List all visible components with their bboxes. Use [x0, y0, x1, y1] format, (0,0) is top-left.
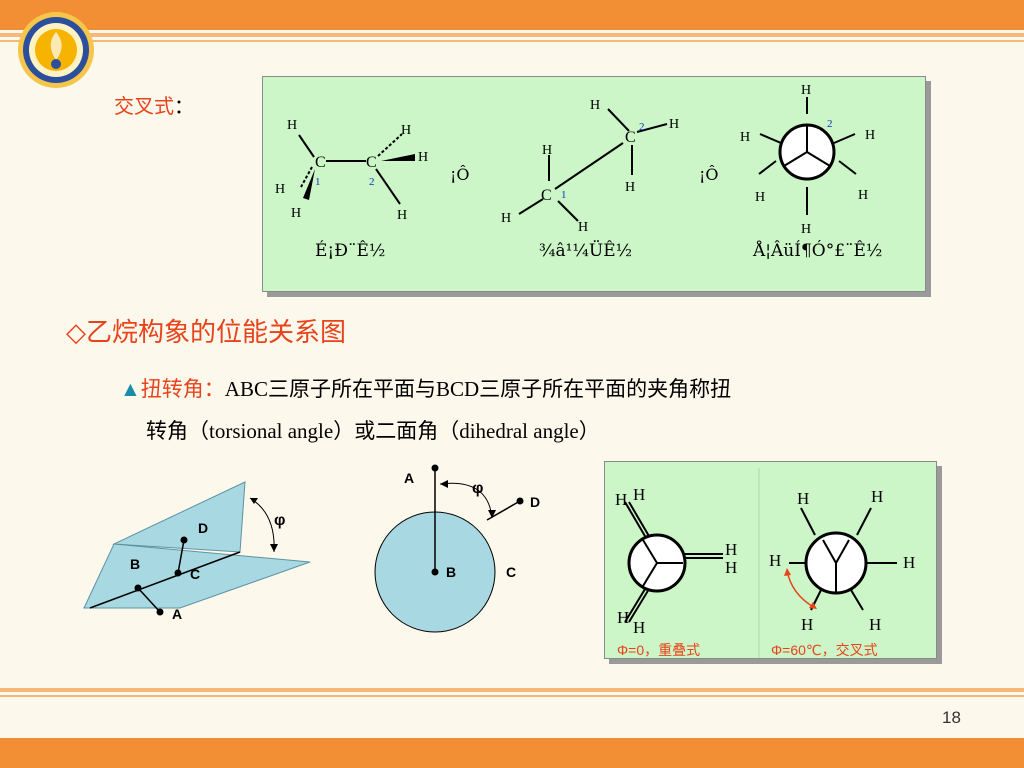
svg-text:H: H	[740, 130, 750, 145]
svg-text:H: H	[287, 118, 297, 133]
svg-text:H: H	[275, 182, 285, 197]
sawhorse-formula: C C 1 2 H H H H H H	[501, 98, 679, 235]
svg-text:H: H	[501, 211, 511, 226]
planes-point-b: B	[130, 556, 141, 572]
section-title-colon: ：	[174, 96, 194, 118]
top-stripe-thin	[0, 40, 1024, 42]
svg-text:H: H	[542, 143, 552, 158]
caption-sawhorse: ¾â¹¼ÜÊ½	[539, 241, 633, 261]
svg-text:C: C	[315, 154, 326, 171]
planes-point-a: A	[172, 606, 183, 622]
svg-text:H: H	[590, 98, 600, 113]
svg-text:H: H	[291, 206, 301, 221]
svg-text:H: H	[633, 618, 645, 637]
svg-text:C: C	[366, 154, 377, 171]
separator-label-2: ¡Ô	[699, 165, 719, 184]
conformation-panel: C C 1 2 H H H H H H C C 1 2 H H H	[262, 76, 926, 292]
svg-text:H: H	[625, 180, 635, 195]
wedge-formula: C C 1 2 H H H H H H	[275, 118, 428, 223]
university-emblem-icon	[16, 10, 96, 90]
svg-text:H: H	[801, 615, 813, 634]
svg-text:H: H	[615, 490, 627, 509]
svg-text:H: H	[669, 117, 679, 132]
eclipsed-newman: H H H H H H	[615, 485, 737, 637]
svg-text:H: H	[725, 558, 737, 577]
bottom-stripe-light	[0, 688, 1024, 692]
section-title-text: 交叉式	[114, 96, 174, 118]
svg-text:H: H	[797, 489, 809, 508]
dihedral-planes-diagram: φ D B C A	[80, 478, 320, 638]
triangle-bullet-icon: ▲	[120, 377, 141, 401]
planes-point-c: C	[190, 566, 201, 582]
planes-point-d: D	[198, 520, 209, 536]
planes-phi-label: φ	[274, 512, 286, 529]
newman-comparison-drawings: H H H H H H H H H H H H	[615, 468, 915, 658]
circle-point-a: A	[404, 470, 415, 486]
top-stripe-light	[0, 33, 1024, 37]
definition-text-1: ABC三原子所在平面与BCD三原子所在平面的夹角称扭	[224, 377, 732, 401]
dihedral-circle-diagram: A φ D B C	[368, 458, 558, 638]
section-title-staggered: 交叉式：	[114, 90, 194, 119]
svg-text:H: H	[769, 551, 781, 570]
circle-phi-label: φ	[472, 480, 484, 497]
svg-text:H: H	[871, 487, 883, 506]
svg-text:H: H	[865, 128, 875, 143]
svg-text:2: 2	[827, 118, 833, 130]
svg-text:C: C	[625, 129, 636, 146]
svg-text:H: H	[617, 608, 629, 627]
definition-line-1: ▲扭转角：ABC三原子所在平面与BCD三原子所在平面的夹角称扭	[120, 368, 980, 410]
circle-point-d: D	[530, 494, 541, 510]
term-label: 扭转角：	[140, 377, 225, 401]
caption-eclipsed: Φ=0，重叠式	[617, 642, 701, 658]
svg-text:H: H	[801, 222, 811, 237]
svg-text:H: H	[633, 485, 645, 504]
svg-text:H: H	[418, 150, 428, 165]
svg-text:2: 2	[369, 176, 375, 188]
svg-text:C: C	[541, 187, 552, 204]
definition-block: ▲扭转角：ABC三原子所在平面与BCD三原子所在平面的夹角称扭 转角（torsi…	[120, 368, 980, 452]
svg-text:H: H	[903, 553, 915, 572]
definition-line-2: 转角（torsional angle）或二面角（dihedral angle）	[146, 419, 600, 443]
svg-text:H: H	[401, 123, 411, 138]
projection-comparison-panel: H H H H H H H H H H H H	[604, 461, 937, 659]
svg-text:H: H	[755, 190, 765, 205]
svg-text:1: 1	[315, 176, 321, 188]
caption-staggered: Φ=60℃，交叉式	[771, 642, 878, 658]
svg-text:2: 2	[639, 121, 645, 133]
svg-text:H: H	[801, 83, 811, 98]
svg-text:H: H	[725, 540, 737, 559]
bottom-orange-band	[0, 738, 1024, 768]
caption-wedge: É¡Ð¨Ê½	[315, 241, 386, 261]
separator-label-1: ¡Ô	[450, 165, 470, 184]
top-orange-band	[0, 0, 1024, 30]
svg-text:H: H	[578, 220, 588, 235]
staggered-newman: H H H H H H	[769, 487, 915, 634]
conformation-drawings: C C 1 2 H H H H H H C C 1 2 H H H	[275, 83, 875, 237]
page-number: 18	[942, 708, 961, 727]
section-heading-energy: ◇乙烷构象的位能关系图	[66, 318, 346, 347]
circle-point-c: C	[506, 564, 517, 580]
bottom-stripe-thin	[0, 695, 1024, 697]
svg-text:1: 1	[561, 189, 567, 201]
svg-text:H: H	[397, 208, 407, 223]
svg-text:H: H	[869, 615, 881, 634]
svg-text:H: H	[858, 188, 868, 203]
circle-point-b: B	[446, 564, 457, 580]
newman-projection: H H H H H H 2	[740, 83, 875, 237]
caption-newman: Å¦ÂüÍ¶Ó°£¨Ê½	[753, 241, 883, 261]
